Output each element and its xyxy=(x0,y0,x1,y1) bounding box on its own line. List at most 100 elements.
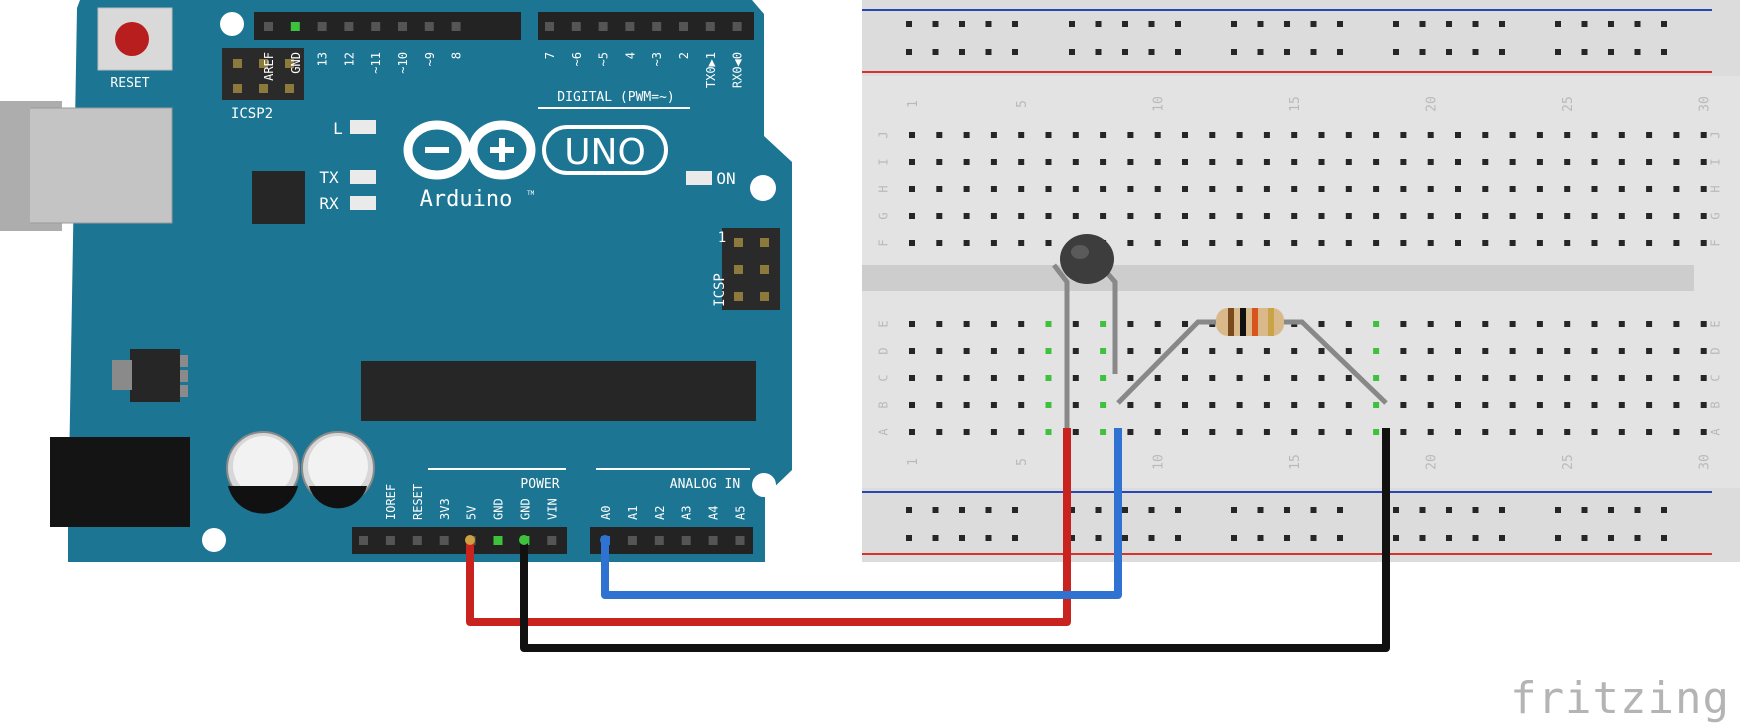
icsp-pin xyxy=(760,292,769,301)
digital-pin[interactable] xyxy=(571,22,581,31)
digital-pin[interactable] xyxy=(317,22,327,31)
breadboard-hole xyxy=(936,348,943,354)
breadboard-hole xyxy=(1482,375,1489,381)
arduino-logo: UNO Arduino TM xyxy=(403,120,668,212)
breadboard-hole xyxy=(990,321,997,327)
rail-hole xyxy=(985,49,992,55)
power-pin[interactable] xyxy=(493,536,503,545)
breadboard-hole xyxy=(1154,213,1161,219)
power-pin[interactable] xyxy=(359,536,368,545)
breadboard-hole xyxy=(1482,132,1489,138)
rail-hole xyxy=(1393,21,1399,27)
digital-pin[interactable] xyxy=(424,22,434,31)
rail-hole xyxy=(1095,507,1102,513)
digital-pin[interactable] xyxy=(545,22,554,31)
breadboard-hole xyxy=(1154,402,1161,408)
breadboard-hole xyxy=(1673,186,1680,192)
rail-hole xyxy=(1472,21,1479,27)
analog-pin[interactable] xyxy=(735,536,745,545)
row-letter: F xyxy=(877,239,891,246)
reset-button-cap[interactable] xyxy=(115,22,149,56)
breadboard-hole xyxy=(1509,132,1516,138)
breadboard-hole xyxy=(1700,213,1707,219)
analog-pin[interactable] xyxy=(708,536,718,545)
analog-pin[interactable] xyxy=(654,536,664,545)
rail-hole xyxy=(959,49,965,55)
analog-pin[interactable] xyxy=(627,536,637,545)
power-pin[interactable] xyxy=(385,536,395,545)
breadboard-hole xyxy=(936,375,943,381)
resistor-lead-left xyxy=(1116,319,1218,405)
red-wire-5v[interactable] xyxy=(466,428,1071,626)
breadboard-hole xyxy=(1100,321,1107,327)
breadboard-hole xyxy=(1536,186,1543,192)
digital-pin[interactable] xyxy=(398,22,407,31)
rail-hole xyxy=(1284,535,1290,541)
rail-hole xyxy=(1661,507,1667,513)
breadboard-hole xyxy=(1209,213,1216,219)
breadboard-hole xyxy=(1400,375,1407,381)
breadboard-hole xyxy=(1236,132,1243,138)
rail-hole xyxy=(1310,49,1317,55)
power-pin-label: VIN xyxy=(545,498,559,520)
rail-hole xyxy=(1581,507,1588,513)
row-letter: E xyxy=(877,320,891,327)
digital-pin[interactable] xyxy=(625,22,635,31)
digital-pin[interactable] xyxy=(371,22,381,31)
digital-header-right xyxy=(538,12,754,40)
digital-pin[interactable] xyxy=(679,22,688,31)
rail-hole xyxy=(906,535,912,541)
breadboard-hole xyxy=(1591,402,1598,408)
breadboard-hole xyxy=(1154,186,1161,192)
column-number: 25 xyxy=(1561,454,1576,470)
digital-pin[interactable] xyxy=(705,22,715,31)
icsp-pin1-label: 1 xyxy=(718,230,726,246)
black-wire-gnd[interactable] xyxy=(520,428,1390,652)
blue-wire-a0[interactable] xyxy=(601,428,1122,599)
rail-hole xyxy=(1446,49,1452,55)
breadboard-hole xyxy=(1182,213,1188,219)
breadboard-holes xyxy=(906,21,1707,541)
breadboard-hole xyxy=(1018,375,1025,381)
breadboard-hole xyxy=(1700,402,1707,408)
digital-pin[interactable] xyxy=(290,22,300,31)
digital-pin[interactable] xyxy=(264,22,273,31)
icsp2-pin xyxy=(233,59,242,68)
rail-hole xyxy=(1555,507,1561,513)
breadboard-hole xyxy=(1482,429,1489,435)
breadboard-hole xyxy=(1345,375,1352,381)
breadboard-hole xyxy=(1427,402,1434,408)
breadboard-hole xyxy=(1100,213,1107,219)
breadboard-hole xyxy=(1345,213,1352,219)
row-letter: G xyxy=(877,212,891,219)
power-pin[interactable] xyxy=(547,536,557,545)
power-pin[interactable] xyxy=(412,536,422,545)
power-pin[interactable] xyxy=(439,536,449,545)
breadboard-hole xyxy=(1182,159,1188,165)
breadboard-hole xyxy=(1482,159,1489,165)
breadboard-hole xyxy=(1236,348,1243,354)
digital-pin[interactable] xyxy=(451,22,461,31)
power-pin-label: 3V3 xyxy=(438,498,452,520)
icsp-pin xyxy=(734,265,743,274)
rail-hole xyxy=(1393,507,1399,513)
rail-hole xyxy=(1393,535,1399,541)
digital-pin[interactable] xyxy=(652,22,662,31)
breadboard-hole xyxy=(1018,348,1025,354)
rail-hole xyxy=(906,49,912,55)
breadboard-hole xyxy=(1455,213,1461,219)
breadboard-hole xyxy=(1127,375,1134,381)
digital-label: DIGITAL (PWM=~) xyxy=(557,90,674,105)
breadboard-hole xyxy=(1263,348,1270,354)
uno-badge xyxy=(542,125,668,175)
digital-pin[interactable] xyxy=(344,22,354,31)
breadboard-hole xyxy=(1455,186,1461,192)
digital-pin[interactable] xyxy=(732,22,742,31)
capacitor xyxy=(226,431,300,514)
rail-hole xyxy=(1446,21,1452,27)
rail-hole xyxy=(1499,49,1505,55)
analog-pin[interactable] xyxy=(681,536,691,545)
breadboard-hole xyxy=(1673,321,1680,327)
breadboard-hole xyxy=(1072,402,1079,408)
digital-pin[interactable] xyxy=(598,22,608,31)
